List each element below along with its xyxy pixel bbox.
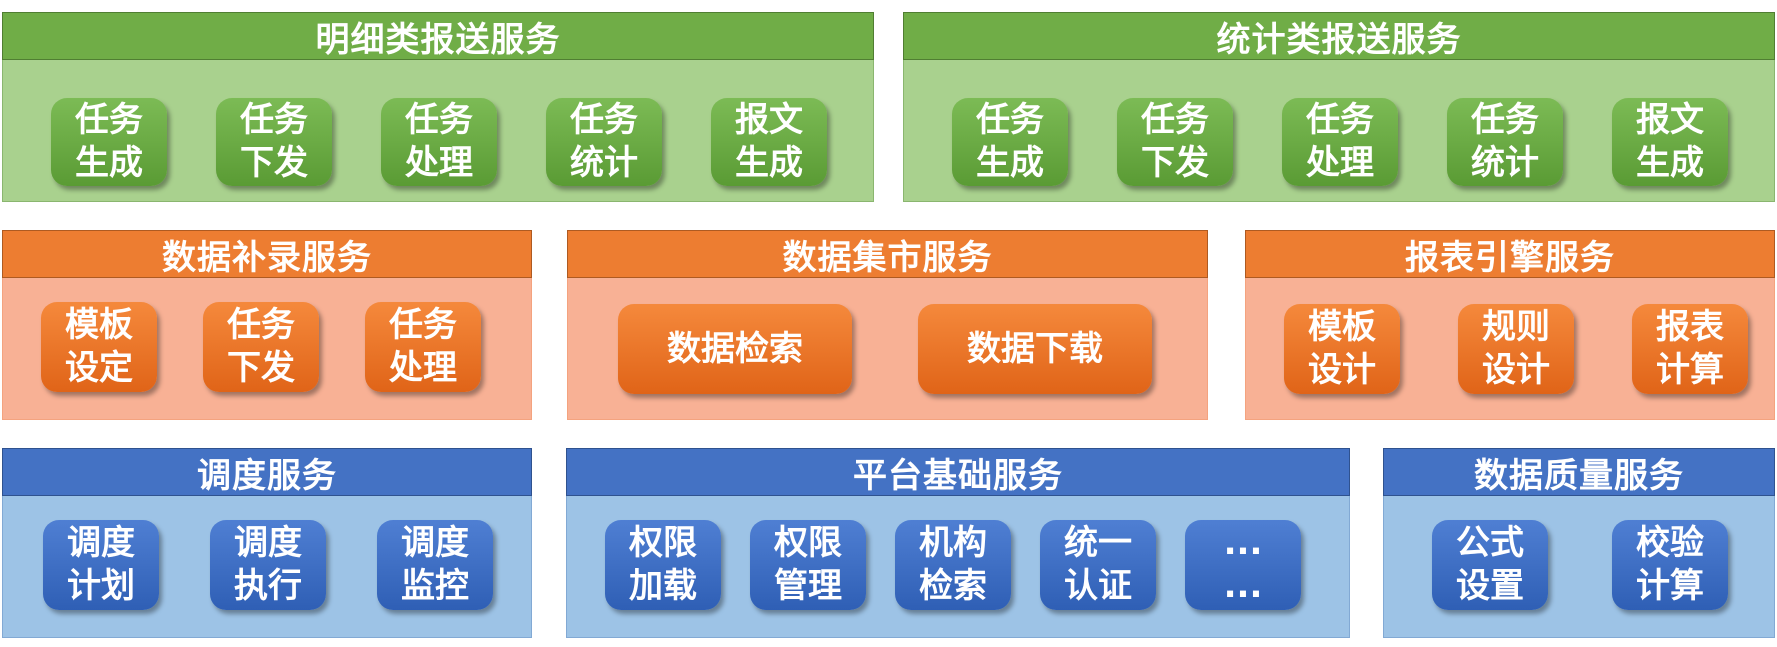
panel-data-mart-service: 数据集市服务 数据检索 数据下载 [567,230,1208,420]
panel-title: 数据补录服务 [2,230,532,278]
task-dispatch-button[interactable]: 任务 下发 [203,302,319,392]
panel-title: 统计类报送服务 [903,12,1775,60]
panel-title: 调度服务 [2,448,532,496]
formula-setting-button[interactable]: 公式 设置 [1432,520,1548,610]
task-statistics-button[interactable]: 任务 统计 [1447,98,1563,186]
validation-calculate-button[interactable]: 校验 计算 [1612,520,1728,610]
panel-body: 任务 生成 任务 下发 任务 处理 任务 统计 报文 生成 [903,60,1775,202]
schedule-monitor-button[interactable]: 调度 监控 [377,520,493,610]
task-process-button[interactable]: 任务 处理 [365,302,481,392]
schedule-plan-button[interactable]: 调度 计划 [43,520,159,610]
panel-data-supplement-service: 数据补录服务 模板 设定 任务 下发 任务 处理 [2,230,532,420]
panel-title: 明细类报送服务 [2,12,874,60]
task-process-button[interactable]: 任务 处理 [381,98,497,186]
panel-title: 数据质量服务 [1383,448,1775,496]
panel-body: 权限 加载 权限 管理 机构 检索 统一 认证 ... ... [566,496,1350,638]
panel-data-quality-service: 数据质量服务 公式 设置 校验 计算 [1383,448,1775,638]
task-statistics-button[interactable]: 任务 统计 [546,98,662,186]
rule-design-button[interactable]: 规则 设计 [1458,304,1574,394]
panel-title: 平台基础服务 [566,448,1350,496]
message-generate-button[interactable]: 报文 生成 [711,98,827,186]
panel-title: 报表引擎服务 [1245,230,1775,278]
panel-body: 模板 设计 规则 设计 报表 计算 [1245,278,1775,420]
template-design-button[interactable]: 模板 设计 [1284,304,1400,394]
permission-load-button[interactable]: 权限 加载 [605,520,721,610]
schedule-execute-button[interactable]: 调度 执行 [210,520,326,610]
data-download-button[interactable]: 数据下载 [918,304,1152,394]
panel-report-engine-service: 报表引擎服务 模板 设计 规则 设计 报表 计算 [1245,230,1775,420]
panel-body: 任务 生成 任务 下发 任务 处理 任务 统计 报文 生成 [2,60,874,202]
report-calculate-button[interactable]: 报表 计算 [1632,304,1748,394]
panel-title: 数据集市服务 [567,230,1208,278]
permission-manage-button[interactable]: 权限 管理 [750,520,866,610]
panel-scheduling-service: 调度服务 调度 计划 调度 执行 调度 监控 [2,448,532,638]
panel-body: 数据检索 数据下载 [567,278,1208,420]
task-dispatch-button[interactable]: 任务 下发 [1117,98,1233,186]
panel-body: 调度 计划 调度 执行 调度 监控 [2,496,532,638]
template-setting-button[interactable]: 模板 设定 [41,302,157,392]
task-generate-button[interactable]: 任务 生成 [952,98,1068,186]
unified-auth-button[interactable]: 统一 认证 [1040,520,1156,610]
task-process-button[interactable]: 任务 处理 [1282,98,1398,186]
org-search-button[interactable]: 机构 检索 [895,520,1011,610]
panel-detail-report-service: 明细类报送服务 任务 生成 任务 下发 任务 处理 任务 统计 报文 生成 [2,12,874,202]
data-search-button[interactable]: 数据检索 [618,304,852,394]
panel-platform-base-service: 平台基础服务 权限 加载 权限 管理 机构 检索 统一 认证 ... ... [566,448,1350,638]
panel-statistics-report-service: 统计类报送服务 任务 生成 任务 下发 任务 处理 任务 统计 报文 生成 [903,12,1775,202]
task-dispatch-button[interactable]: 任务 下发 [216,98,332,186]
more-button[interactable]: ... ... [1185,520,1301,610]
task-generate-button[interactable]: 任务 生成 [51,98,167,186]
message-generate-button[interactable]: 报文 生成 [1612,98,1728,186]
panel-body: 公式 设置 校验 计算 [1383,496,1775,638]
panel-body: 模板 设定 任务 下发 任务 处理 [2,278,532,420]
